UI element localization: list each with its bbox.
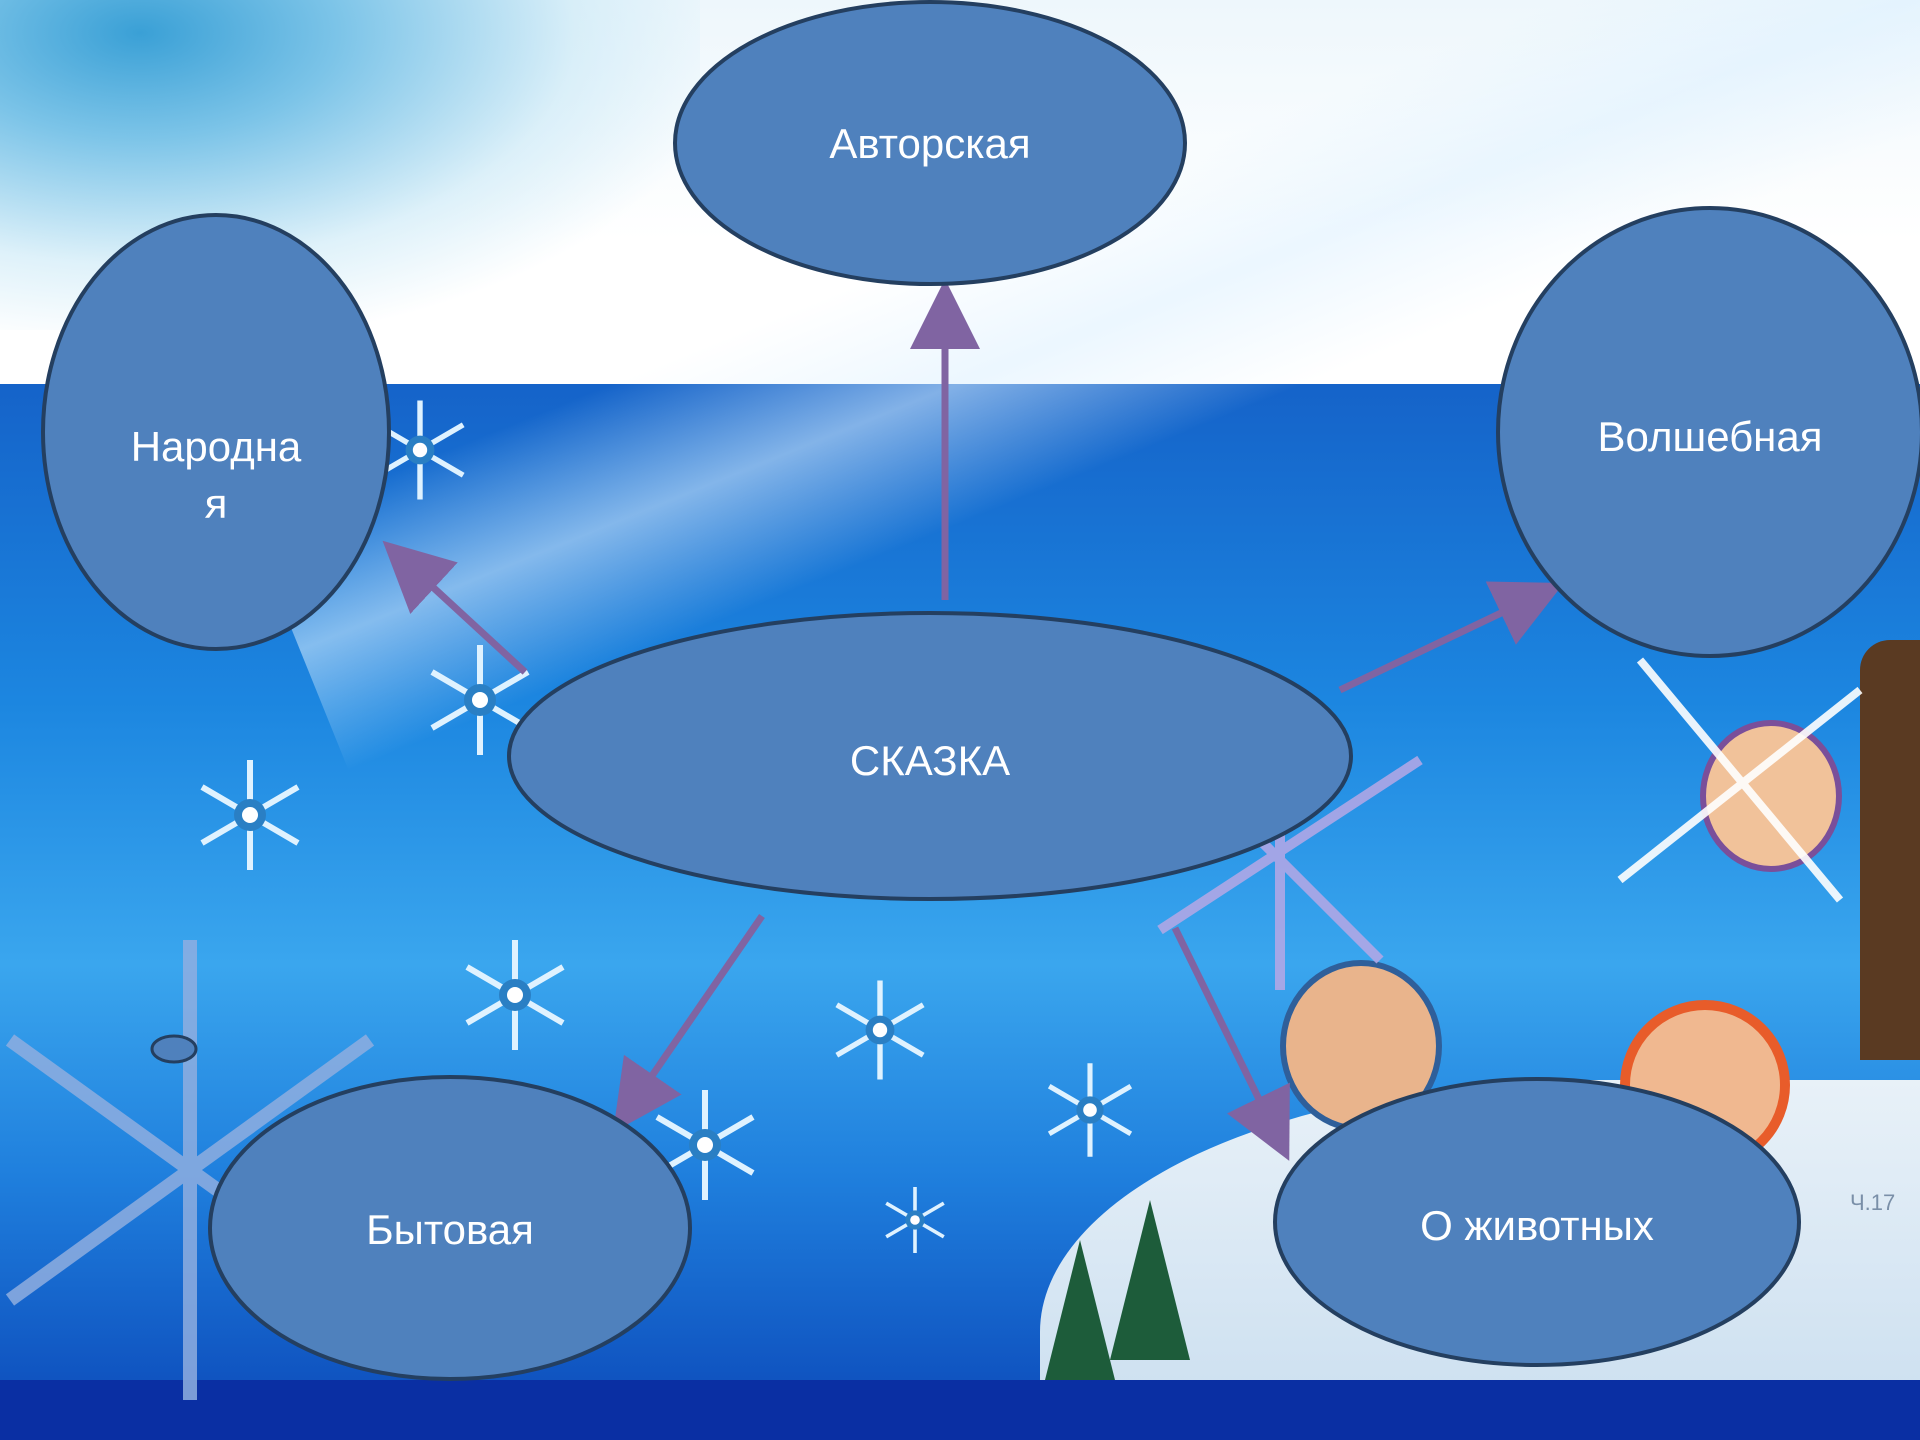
node-label-line2: я (205, 480, 228, 527)
node-volshebnaya: Волшебная (1496, 206, 1920, 658)
tree-trunk (1860, 640, 1920, 1060)
background-bottom-band (0, 1380, 1920, 1440)
node-narodnaya: Народна я (41, 213, 391, 651)
snowflake-icon (202, 760, 298, 870)
arrow-to-bytovaya (613, 914, 765, 1133)
illustration-signature: Ч.17 (1850, 1190, 1895, 1215)
fir-tree-icon (1040, 1240, 1120, 1400)
small-oval-decoration (150, 1034, 198, 1064)
node-o-zhivotnyh: О животных (1273, 1077, 1801, 1367)
node-label: Бытовая (366, 1206, 534, 1253)
center-label: СКАЗКА (850, 737, 1010, 784)
snowflake-icon (1049, 1063, 1131, 1157)
arrow-to-volshebnaya (1338, 581, 1564, 694)
node-label-line1: Народна (131, 423, 302, 470)
arrow-to-narodnaya (382, 540, 528, 675)
snowflake-icon (1617, 657, 1863, 903)
node-skazka-center: СКАЗКА (507, 611, 1353, 901)
arrow-to-o-zhivotnyh (1171, 926, 1290, 1161)
node-avtorskaya: Авторская (673, 0, 1187, 286)
snowflake-icon (884, 1185, 946, 1255)
snowflake-icon (467, 940, 563, 1050)
node-label: Волшебная (1598, 413, 1823, 460)
node-bytovaya: Бытовая (208, 1075, 692, 1381)
node-label: О животных (1420, 1202, 1654, 1249)
fir-tree-icon (1110, 1200, 1190, 1360)
node-label: Авторская (829, 120, 1030, 167)
snowflake-icon (837, 981, 923, 1080)
